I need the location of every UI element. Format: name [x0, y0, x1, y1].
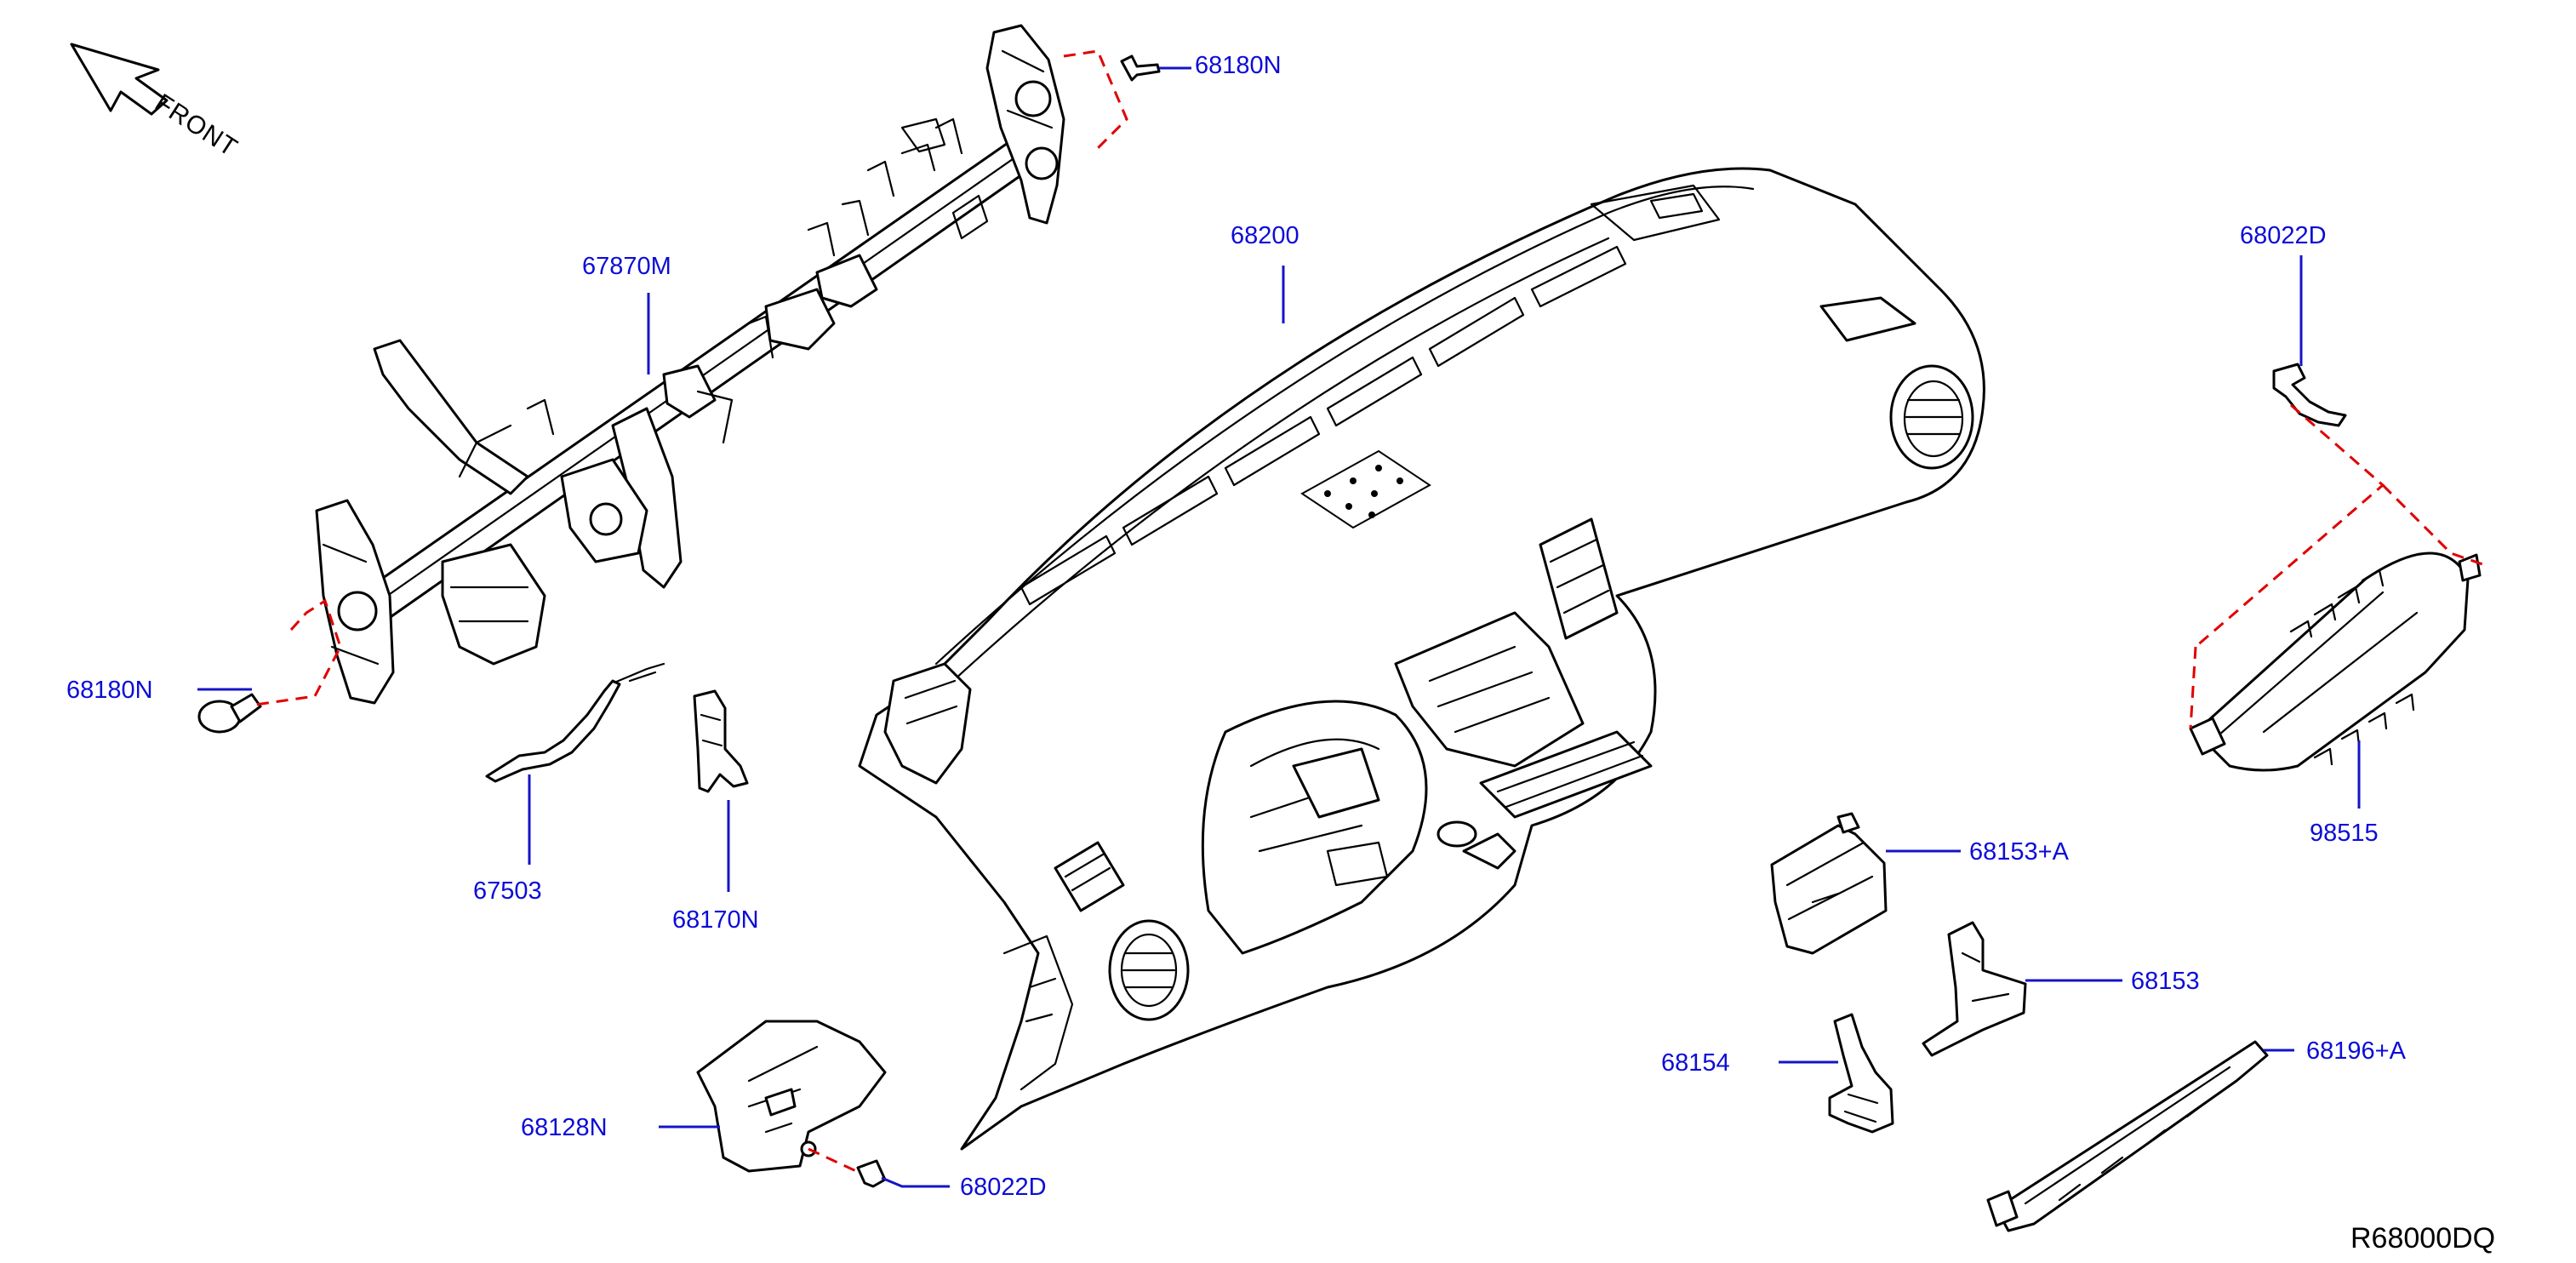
part-label-68022D-right: 68022D	[2240, 222, 2327, 249]
part-label-68170N: 68170N	[672, 906, 759, 934]
part-label-68153A: 68153+A	[1969, 838, 2070, 866]
part-label-68022D-bottom: 68022D	[960, 1174, 1047, 1201]
bolt-68180N-top[interactable]	[1120, 54, 1161, 82]
fastener-dashed-lines	[254, 49, 2486, 1173]
part-label-98515: 98515	[2310, 820, 2379, 847]
part-label-68180N-left: 68180N	[66, 677, 153, 704]
bracket-68154[interactable]	[1828, 1013, 1894, 1134]
part-label-68180N-top: 68180N	[1195, 52, 1282, 79]
airbag-module-98515[interactable]	[2189, 551, 2482, 772]
part-label-67870M: 67870M	[582, 253, 671, 280]
front-arrow-icon	[70, 43, 168, 116]
part-label-68153: 68153	[2131, 968, 2200, 995]
wire-harness-bracket-67503[interactable]	[485, 662, 665, 783]
bracket-68153[interactable]	[1922, 921, 2027, 1057]
clip-68022D-right[interactable]	[2272, 363, 2347, 427]
diagram-code: R68000DQ	[2350, 1222, 2495, 1254]
part-label-68154: 68154	[1661, 1049, 1730, 1077]
part-label-68196A: 68196+A	[2306, 1037, 2407, 1065]
instrument-panel-68200[interactable]	[858, 167, 1985, 1151]
bracket-68128N[interactable]	[696, 1020, 887, 1173]
front-orientation-label: FRONT	[150, 89, 243, 163]
leader-lines	[197, 66, 2361, 1188]
part-label-67503: 67503	[473, 877, 542, 905]
bracket-68196A[interactable]	[1986, 1040, 2269, 1232]
clip-68022D-bottom[interactable]	[856, 1159, 887, 1188]
part-label-68200: 68200	[1231, 222, 1299, 249]
bracket-68153A[interactable]	[1770, 812, 1888, 955]
steering-member-67870M[interactable]	[315, 24, 1065, 705]
part-label-68128N: 68128N	[521, 1114, 608, 1141]
bolt-68180N-left[interactable]	[197, 693, 262, 734]
bracket-68170N[interactable]	[693, 689, 749, 793]
